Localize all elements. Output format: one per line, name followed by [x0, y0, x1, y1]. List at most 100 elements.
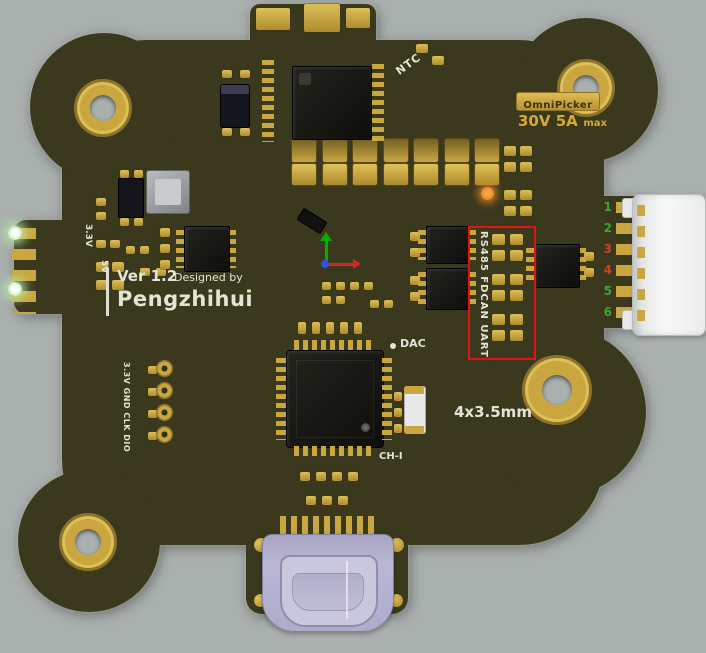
pin-row — [372, 64, 384, 142]
tantalum-capacitor — [220, 84, 250, 128]
rating-value: 30V 5A — [518, 112, 578, 130]
mount-hole-bottom-left — [75, 529, 101, 555]
pad — [148, 388, 157, 396]
pad — [492, 250, 505, 261]
crystal-cap-bottom — [404, 426, 424, 434]
pad — [322, 296, 331, 304]
mcu-pins-bottom — [294, 446, 374, 456]
pad — [300, 472, 310, 481]
pad — [240, 128, 250, 136]
pad — [410, 248, 420, 257]
right-ic — [534, 244, 580, 288]
pad — [96, 240, 106, 248]
pad — [156, 268, 166, 276]
white-connector-body — [632, 194, 706, 336]
debug-header-label: 3.3V GND CLK DIO — [122, 362, 131, 453]
version-divider-bar — [106, 268, 109, 316]
pad — [504, 206, 516, 216]
brand-chip-label: OmniPicker — [523, 100, 593, 111]
usbc-connector — [262, 534, 394, 632]
pad — [384, 300, 393, 308]
pad — [410, 276, 420, 285]
pad — [350, 282, 359, 290]
pin-row — [280, 516, 376, 536]
pad — [432, 56, 444, 65]
rail-3v3-label: 3.3V — [83, 224, 93, 247]
bus-highlight-box — [468, 226, 536, 360]
mount-hole-bottom-right — [542, 375, 572, 405]
crystal-cap-top — [404, 386, 424, 394]
mcu-inner-outline — [296, 360, 374, 438]
pad — [520, 206, 532, 216]
capacitor — [322, 163, 348, 186]
pad — [394, 424, 402, 433]
pad — [504, 190, 516, 200]
pad — [492, 234, 505, 245]
pin-row — [418, 272, 426, 304]
designed-by-label: Designed by — [174, 271, 243, 284]
pad — [112, 280, 124, 290]
pad — [110, 240, 120, 248]
pad — [222, 128, 232, 136]
capacitor — [444, 163, 470, 186]
capacitor — [474, 163, 500, 186]
pad — [364, 282, 373, 290]
capacitor — [352, 163, 378, 186]
capacitor — [444, 138, 470, 163]
pad — [316, 472, 326, 481]
capacitor — [383, 163, 409, 186]
pad — [340, 322, 348, 334]
rating-label: 30V 5A max — [518, 112, 607, 130]
mcu-pins-left — [276, 358, 286, 440]
ic-marking — [299, 73, 311, 85]
capacitor — [413, 138, 439, 163]
orange-led — [481, 187, 494, 200]
usbc-seam — [346, 561, 348, 619]
connector-pin-number-4: 4 — [603, 263, 612, 277]
pad — [160, 228, 170, 237]
pad — [336, 282, 345, 290]
pad — [96, 262, 108, 272]
pin-row — [526, 248, 534, 284]
pad — [584, 268, 594, 277]
pad — [504, 162, 516, 172]
crystal-oscillator — [404, 386, 426, 434]
pad — [338, 496, 348, 505]
dac-label: DAC — [400, 337, 426, 350]
pad — [510, 330, 523, 341]
pad — [96, 280, 108, 290]
pad — [256, 8, 290, 30]
pad — [504, 146, 516, 156]
through-hole-pad — [156, 382, 173, 399]
pad — [120, 170, 129, 178]
pad — [134, 218, 143, 226]
transceiver-ic-1 — [426, 226, 470, 264]
bus-labels-text: RS485 FDCAN UART — [478, 231, 489, 358]
pad — [394, 408, 402, 417]
pin-row — [578, 248, 586, 284]
dac-pad-dot — [390, 343, 396, 349]
mcu-pins-right — [382, 358, 392, 440]
capacitor — [291, 138, 317, 163]
pad — [322, 282, 331, 290]
pad — [510, 314, 523, 325]
axis-y-green — [325, 240, 328, 266]
pad — [222, 70, 232, 78]
pad — [510, 290, 523, 301]
pad — [348, 472, 358, 481]
mcu-pins-top — [294, 340, 374, 350]
pin-row — [262, 60, 274, 142]
pad — [160, 244, 170, 253]
pad — [140, 246, 149, 254]
main-driver-ic — [292, 66, 372, 140]
mcu-chip — [286, 350, 384, 448]
capacitor — [383, 138, 409, 163]
pad — [394, 392, 402, 401]
small-regulator-ic — [118, 178, 144, 218]
pad — [326, 322, 334, 334]
capacitor — [291, 163, 317, 186]
pad — [346, 8, 370, 28]
through-hole-pad — [156, 404, 173, 421]
connector-pin-number-6: 6 — [603, 305, 612, 319]
